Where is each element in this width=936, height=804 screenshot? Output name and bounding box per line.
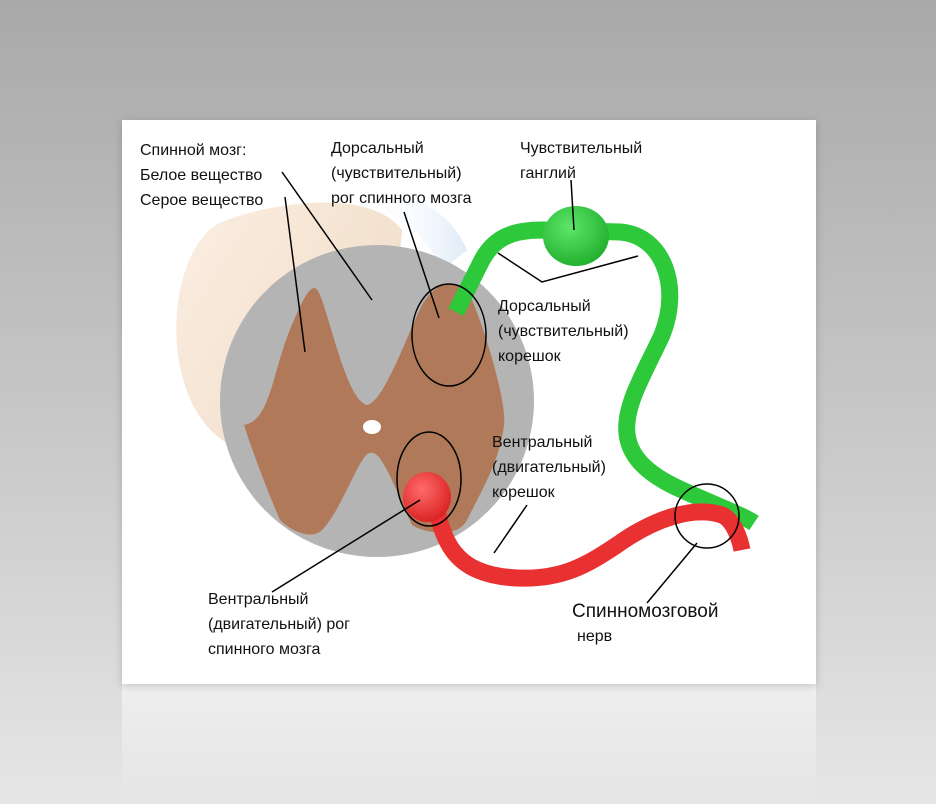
ventral-horn-circle xyxy=(396,431,462,527)
ventral-root-label: Вентральный (двигательный) корешок xyxy=(492,434,606,501)
dorsal-root-nerve xyxy=(448,221,759,531)
spinal-nerve-line1: Спинномозговой xyxy=(572,601,719,622)
cylinder-highlight xyxy=(372,190,467,270)
leader-ventral-horn xyxy=(271,499,421,593)
white-matter-label: Белое вещество xyxy=(140,167,263,184)
diagram-card: Спинной мозг: Белое вещество Серое вещес… xyxy=(122,120,816,684)
gray-matter-butterfly xyxy=(244,283,505,535)
leader-spinal-nerve xyxy=(646,542,698,604)
leader-dorsal-root xyxy=(497,252,639,283)
central-canal xyxy=(363,420,381,434)
sensory-ganglion-label: Чувствительный ганглий xyxy=(520,140,643,182)
leader-white-matter xyxy=(281,171,373,301)
spinal-cord-title: Спинной мозг: xyxy=(140,142,247,159)
ventral-root-sphere xyxy=(403,472,451,522)
spinal-nerve-line2: нерв xyxy=(577,628,613,645)
leader-ganglion xyxy=(570,179,575,231)
leader-dorsal-horn xyxy=(403,211,440,319)
dorsal-root-label: Дорсальный (чувствительный) корешок xyxy=(498,298,629,365)
leader-gray-matter xyxy=(284,196,306,353)
ventral-root-nerve xyxy=(425,493,751,587)
sensory-ganglion-sphere xyxy=(543,206,609,266)
spinal-nerve-label: Спинномозговой нерв xyxy=(572,598,718,648)
dorsal-horn-label: Дорсальный (чувствительный) рог спинного… xyxy=(331,140,472,207)
dorsal-horn-circle xyxy=(411,283,487,387)
ventral-horn-label: Вентральный (двигательный) рог спинного … xyxy=(208,591,350,658)
gray-matter-label: Серое вещество xyxy=(140,192,264,209)
floor-reflection xyxy=(122,684,816,804)
spinal-nerve-circle xyxy=(674,483,740,549)
leader-ventral-root xyxy=(493,504,528,554)
spinal-cord-diagram xyxy=(176,171,759,604)
spinal-cord-label: Спинной мозг: Белое вещество Серое вещес… xyxy=(140,138,263,213)
